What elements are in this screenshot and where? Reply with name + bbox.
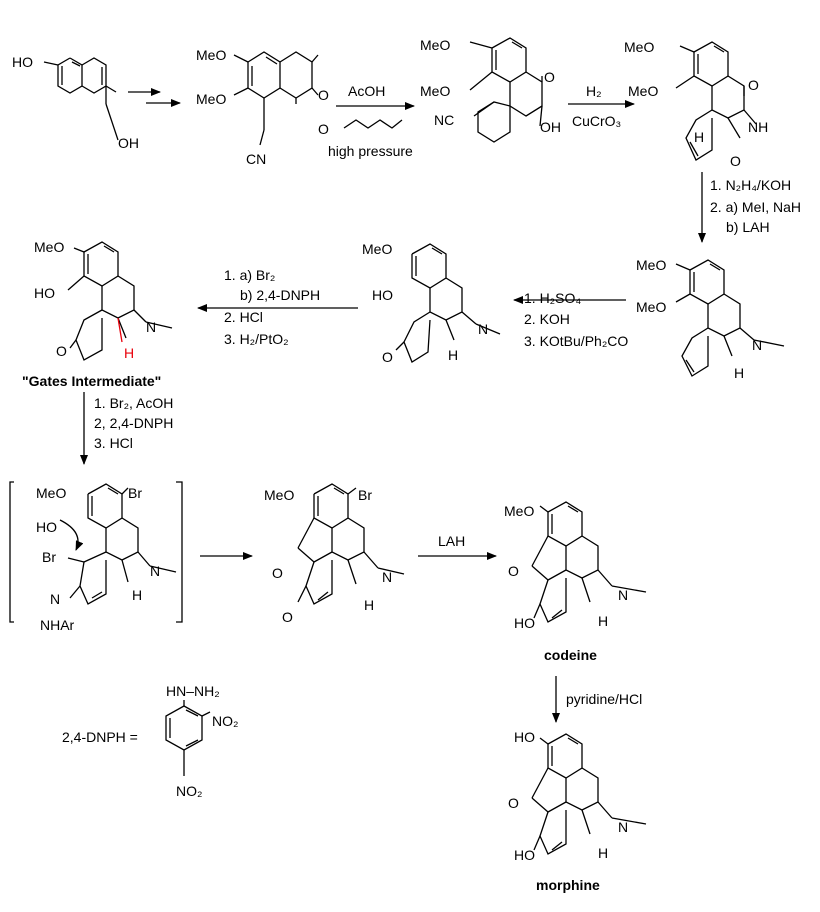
reagent-acoh: AcOH bbox=[348, 83, 385, 99]
adduct-enol: OH bbox=[540, 119, 561, 135]
codeine-o: O bbox=[508, 563, 519, 579]
morphine-ho: HO bbox=[514, 847, 535, 863]
amine-h: H bbox=[734, 365, 744, 381]
morphine-o: O bbox=[508, 795, 519, 811]
mid-ho: HO bbox=[372, 287, 393, 303]
gates-ome: MeO bbox=[34, 239, 64, 255]
reagent-pyridine-hcl: pyridine/HCl bbox=[566, 691, 642, 707]
morphine-structure: HO O HO N H morphine bbox=[508, 729, 647, 893]
lactam-ome-1: MeO bbox=[624, 39, 654, 55]
enone-br: Br bbox=[358, 487, 372, 503]
adduct-ome-2: MeO bbox=[420, 83, 450, 99]
cond-down-3: 3. HCl bbox=[94, 435, 133, 451]
enone-ome: MeO bbox=[264, 487, 294, 503]
brk-ho: HO bbox=[36, 519, 57, 535]
dimethoxy-amine: MeO MeO N H bbox=[636, 257, 785, 381]
butadiene-icon bbox=[343, 119, 403, 129]
adduct-carbonyl: O bbox=[544, 69, 555, 85]
bracketed-hydrazone: MeO Br HO Br N NHAr N H bbox=[9, 481, 183, 633]
reagent-lah: LAH bbox=[438, 533, 465, 549]
dnph-no2-b: NO₂ bbox=[176, 783, 202, 799]
reagent-high-pressure: high pressure bbox=[328, 143, 413, 159]
lactam-carbonyl-2: O bbox=[730, 153, 741, 169]
phenol-ketone: MeO HO O N H bbox=[362, 241, 501, 365]
sm-oh-bottom: OH bbox=[118, 135, 139, 151]
cond-mid-3: 3. KOtBu/Ph₂CO bbox=[524, 333, 628, 349]
cond-right-2: 2. a) MeI, NaH bbox=[710, 199, 801, 215]
sm2-ome-2: MeO bbox=[196, 91, 226, 107]
lactam-h: H bbox=[694, 129, 704, 145]
gates-h-red: H bbox=[124, 345, 134, 361]
enone-keto-o: O bbox=[282, 609, 293, 625]
brk-imine-n: N bbox=[50, 591, 60, 607]
amine-ome-2: MeO bbox=[636, 299, 666, 315]
lactam-carbonyl-1: O bbox=[748, 77, 759, 93]
mid-n: N bbox=[478, 321, 488, 337]
reagent-h2: H₂ bbox=[586, 83, 602, 99]
dihydroxynaphthalene: HO OH bbox=[12, 54, 139, 151]
morphine-n: N bbox=[618, 819, 628, 835]
brk-nhar: NHAr bbox=[40, 617, 75, 633]
gates-ketone-o: O bbox=[56, 343, 67, 359]
brk-n: N bbox=[150, 563, 160, 579]
adduct-nitrile: NC bbox=[434, 112, 454, 128]
brk-ome: MeO bbox=[36, 485, 66, 501]
gates-ho: HO bbox=[34, 285, 55, 301]
dnph-no2-a: NO₂ bbox=[212, 713, 238, 729]
morphine-h: H bbox=[598, 845, 608, 861]
cond-mid-1: 1. H₂SO₄ bbox=[524, 290, 581, 306]
cond-down-1: 1. Br₂, AcOH bbox=[94, 395, 173, 411]
lactam-nh: NH bbox=[748, 119, 768, 135]
mid-h: H bbox=[448, 347, 458, 363]
mid-ome: MeO bbox=[362, 241, 392, 257]
cond-down-2: 2, 2,4-DNPH bbox=[94, 415, 173, 431]
lactam-ome-2: MeO bbox=[628, 83, 658, 99]
cond-left-4: 3. H₂/PtO₂ bbox=[224, 331, 289, 347]
morphine-ho-top: HO bbox=[514, 729, 535, 745]
amine-n: N bbox=[752, 337, 762, 353]
sm2-ome-1: MeO bbox=[196, 47, 226, 63]
enone-h: H bbox=[364, 597, 374, 613]
bridged-lactam: MeO MeO O NH O H bbox=[624, 39, 768, 169]
mid-ketone-o: O bbox=[382, 349, 393, 365]
sm-oh-top: HO bbox=[12, 54, 33, 70]
cond-right-3: b) LAH bbox=[726, 219, 770, 235]
dnph-hydrazine: HN–NH₂ bbox=[166, 683, 220, 699]
cond-left-3: 2. HCl bbox=[224, 309, 263, 325]
gates-n: N bbox=[146, 319, 156, 335]
bromo-enone: MeO Br O O N H bbox=[264, 483, 405, 625]
cond-left-2: b) 2,4-DNPH bbox=[240, 287, 320, 303]
brk-h: H bbox=[132, 587, 142, 603]
adduct-ome-1: MeO bbox=[420, 37, 450, 53]
morphine-label: morphine bbox=[536, 877, 600, 893]
sm2-carbonyl-o2: O bbox=[318, 121, 329, 137]
codeine-h: H bbox=[598, 613, 608, 629]
diels-alder-adduct: MeO MeO NC O OH bbox=[420, 37, 561, 143]
reagent-cucro3: CuCrO₃ bbox=[572, 113, 621, 129]
cond-right-1: 1. N₂H₄/KOH bbox=[710, 177, 791, 193]
codeine-n: N bbox=[618, 587, 628, 603]
enone-bridge-o: O bbox=[272, 565, 283, 581]
brk-br-side: Br bbox=[42, 549, 56, 565]
codeine-structure: MeO O HO N H codeine bbox=[504, 501, 647, 663]
cond-left-1: 1. a) Br₂ bbox=[224, 267, 275, 283]
gates-intermediate: MeO HO O N H "Gates Intermediate" bbox=[22, 239, 173, 389]
codeine-ome: MeO bbox=[504, 503, 534, 519]
amine-ome-1: MeO bbox=[636, 257, 666, 273]
dnph-definition: 2,4-DNPH = HN–NH₂ NO₂ NO₂ bbox=[62, 683, 238, 799]
codeine-ho: HO bbox=[514, 615, 535, 631]
sm2-cyano: CN bbox=[246, 151, 266, 167]
codeine-label: codeine bbox=[544, 647, 597, 663]
cond-mid-2: 2. KOH bbox=[524, 311, 570, 327]
enone-n: N bbox=[382, 569, 392, 585]
brk-br-top: Br bbox=[128, 485, 142, 501]
dnph-label: 2,4-DNPH = bbox=[62, 729, 138, 745]
gates-label: "Gates Intermediate" bbox=[22, 373, 161, 389]
naphthoquinone: MeO MeO O O CN bbox=[196, 47, 329, 167]
sm2-carbonyl-o1: O bbox=[318, 87, 329, 103]
